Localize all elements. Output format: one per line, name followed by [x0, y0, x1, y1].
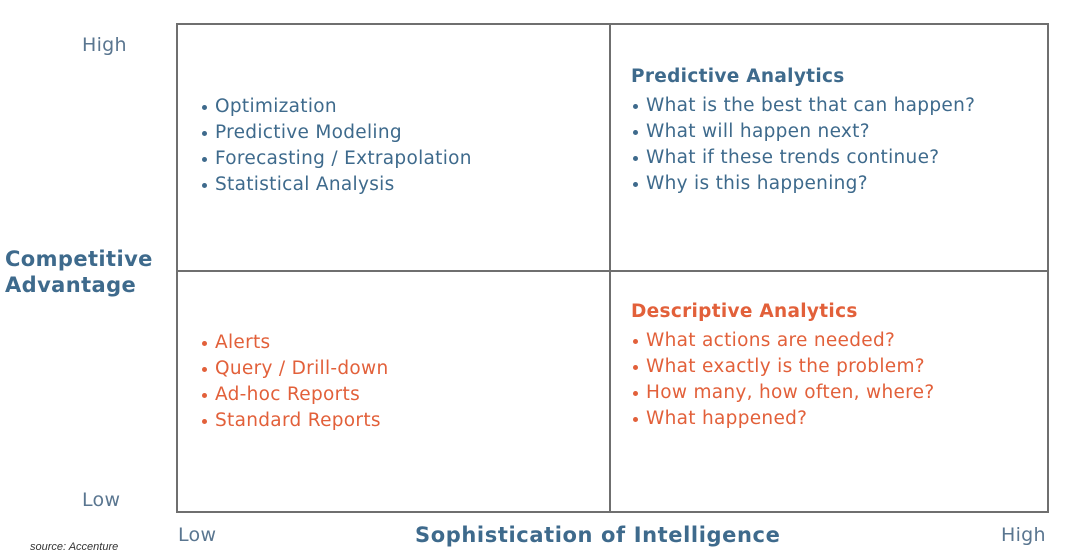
- y-axis-title: Competitive Advantage: [5, 246, 153, 298]
- x-axis-high-label: High: [1001, 524, 1046, 546]
- quadrant-bottom-right-list: What actions are needed? What exactly is…: [631, 328, 934, 432]
- quadrant-title-predictive: Predictive Analytics: [631, 66, 845, 87]
- quadrant-bottom-left-list: Alerts Query / Drill-down Ad-hoc Reports…: [200, 330, 388, 434]
- horizontal-divider: [178, 270, 1047, 272]
- quadrant-top-left: Optimization Predictive Modeling Forecas…: [200, 94, 472, 198]
- quadrant-top-left-list: Optimization Predictive Modeling Forecas…: [200, 94, 472, 198]
- list-item: What if these trends continue?: [631, 145, 975, 171]
- list-item: What is the best that can happen?: [631, 93, 975, 119]
- list-item: Alerts: [200, 330, 388, 356]
- x-axis-title: Sophistication of Intelligence: [415, 523, 781, 547]
- list-item: What happened?: [631, 406, 934, 432]
- list-item: Standard Reports: [200, 408, 388, 434]
- list-item: How many, how often, where?: [631, 380, 934, 406]
- x-axis-low-label: Low: [178, 524, 217, 546]
- y-axis-low-label: Low: [82, 489, 121, 511]
- list-item: Predictive Modeling: [200, 120, 472, 146]
- list-item: Statistical Analysis: [200, 172, 472, 198]
- list-item: What exactly is the problem?: [631, 354, 934, 380]
- list-item: Ad-hoc Reports: [200, 382, 388, 408]
- list-item: What actions are needed?: [631, 328, 934, 354]
- source-caption: source: Accenture: [30, 541, 119, 553]
- quadrant-title-descriptive: Descriptive Analytics: [631, 301, 858, 322]
- list-item: Optimization: [200, 94, 472, 120]
- quadrant-bottom-right: Descriptive Analytics What actions are n…: [631, 299, 934, 432]
- y-axis-title-line-1: Competitive: [5, 247, 153, 271]
- quadrant-grid: [176, 23, 1049, 513]
- y-axis-high-label: High: [82, 34, 127, 56]
- quadrant-top-right: Predictive Analytics What is the best th…: [631, 64, 975, 197]
- vertical-divider: [609, 25, 611, 511]
- quadrant-bottom-left: Alerts Query / Drill-down Ad-hoc Reports…: [200, 330, 388, 434]
- quadrant-top-right-list: What is the best that can happen? What w…: [631, 93, 975, 197]
- y-axis-title-line-2: Advantage: [5, 273, 137, 297]
- list-item: Why is this happening?: [631, 171, 975, 197]
- list-item: Query / Drill-down: [200, 356, 388, 382]
- list-item: What will happen next?: [631, 119, 975, 145]
- list-item: Forecasting / Extrapolation: [200, 146, 472, 172]
